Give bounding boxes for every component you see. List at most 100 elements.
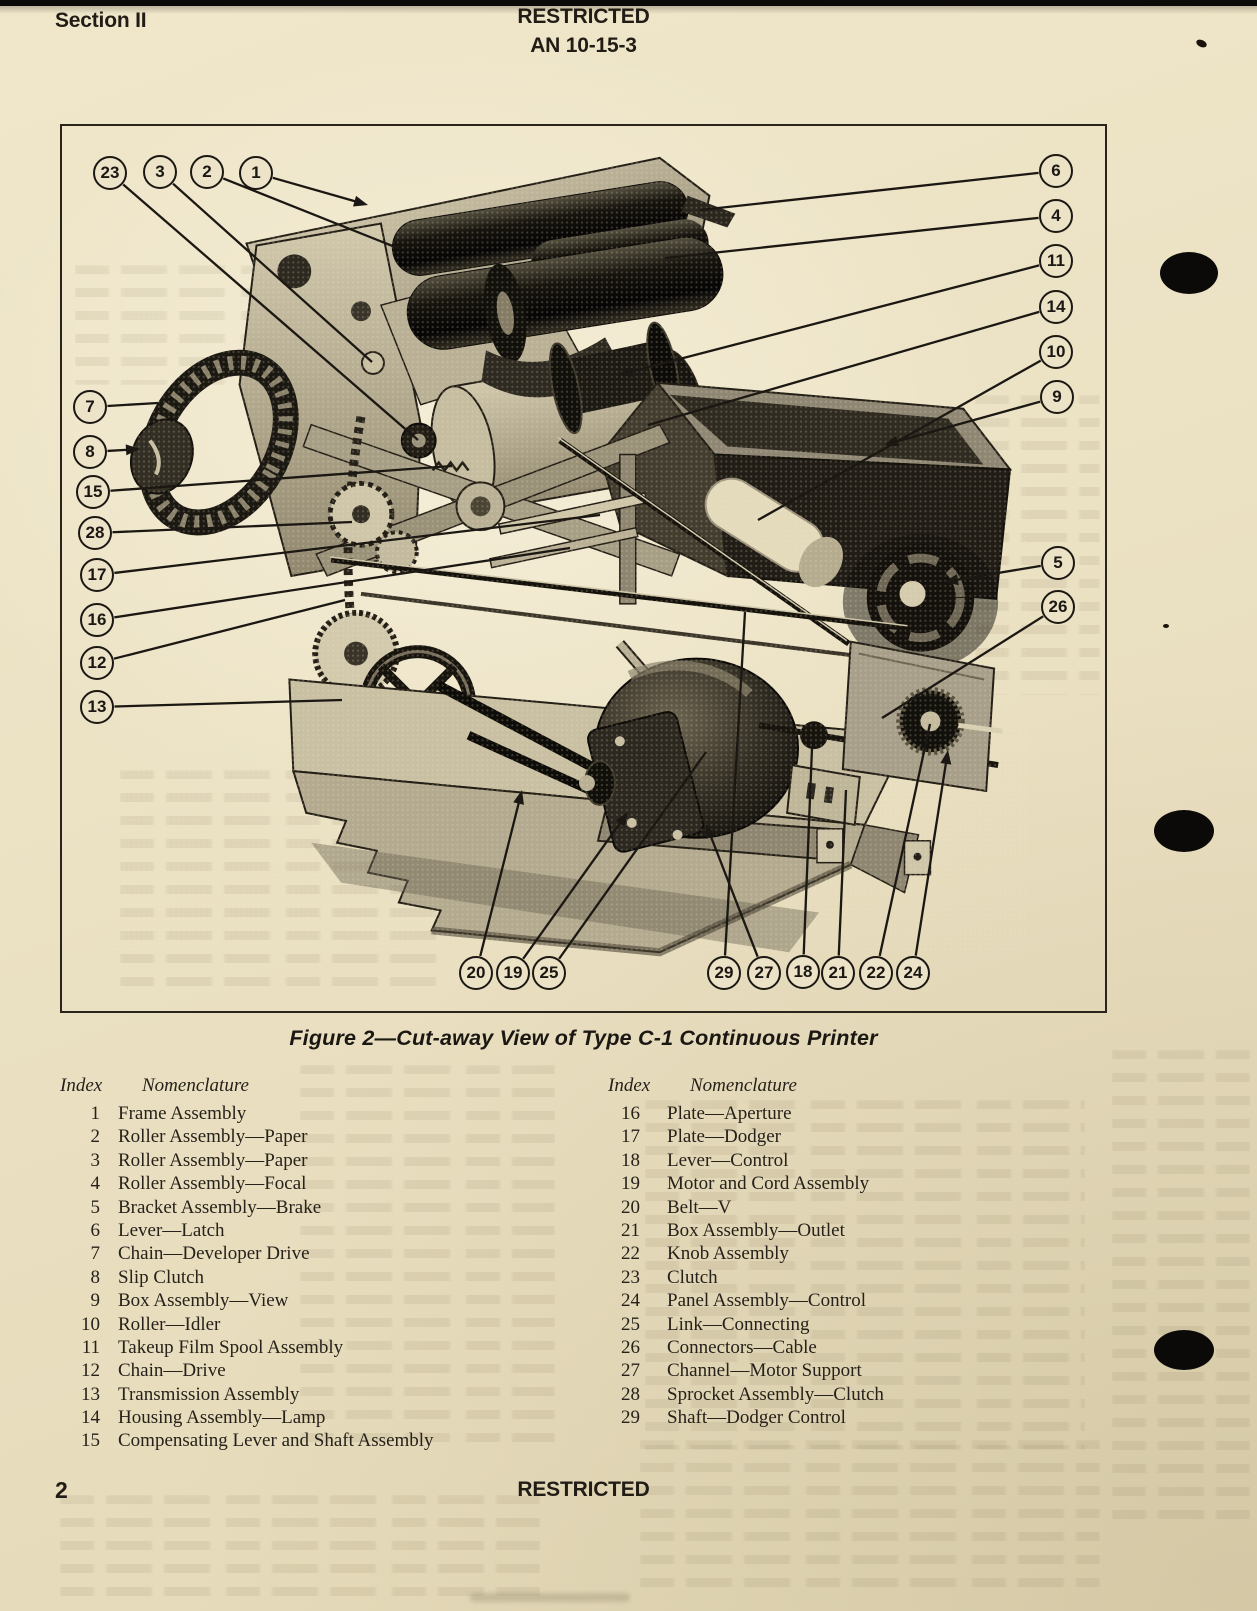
index-number: 3 xyxy=(90,1149,101,1171)
page-number: 2 xyxy=(55,1477,68,1503)
index-row: 2 Roller Assembly—Paper xyxy=(60,1125,434,1148)
index-number: 24 xyxy=(621,1290,640,1312)
bleedthrough-text xyxy=(1112,1050,1250,1530)
index-nomenclature: Slip Clutch xyxy=(118,1266,205,1288)
index-row: 13 Transmission Assembly xyxy=(60,1383,434,1406)
index-number: 8 xyxy=(90,1266,101,1288)
figure-callout-5: 5 xyxy=(1041,546,1075,580)
index-nomenclature: Shaft—Dodger Control xyxy=(667,1407,846,1429)
index-nomenclature: Plate—Aperture xyxy=(667,1103,792,1124)
index-nomenclature: Lever—Latch xyxy=(118,1219,225,1241)
index-table-header: Index Nomenclature xyxy=(60,1075,434,1102)
index-number: 11 xyxy=(81,1336,100,1358)
index-number: 4 xyxy=(90,1173,101,1195)
index-number: 14 xyxy=(81,1407,100,1429)
figure-callout-24: 24 xyxy=(896,956,930,990)
figure-callout-21: 21 xyxy=(821,956,855,990)
index-row: 25 Link—Connecting xyxy=(596,1313,884,1336)
index-nomenclature: Clutch xyxy=(667,1266,718,1288)
figure-callout-23: 23 xyxy=(93,156,127,190)
figure-callout-27: 27 xyxy=(747,956,781,990)
figure-callout-16: 16 xyxy=(80,603,114,637)
index-column-left: Index Nomenclature 1 Frame Assembly 2 Rolle… xyxy=(60,1075,434,1453)
index-number: 16 xyxy=(621,1103,640,1124)
index-row: 23 Clutch xyxy=(596,1266,884,1289)
index-number: 25 xyxy=(621,1313,640,1335)
index-nomenclature: Plate—Dodger xyxy=(667,1126,781,1148)
index-number: 23 xyxy=(621,1266,640,1288)
index-number: 10 xyxy=(81,1313,100,1335)
ink-speck xyxy=(1195,38,1208,49)
index-number: 21 xyxy=(621,1219,640,1241)
figure-callout-25: 25 xyxy=(532,956,566,990)
index-row: 22 Knob Assembly xyxy=(596,1242,884,1265)
machine-illustration xyxy=(102,135,1028,957)
bleedthrough-text xyxy=(300,1065,555,1455)
figure-callout-20: 20 xyxy=(459,956,493,990)
index-nomenclature: Takeup Film Spool Assembly xyxy=(118,1336,344,1358)
ink-speck xyxy=(1163,624,1169,628)
bleedthrough-text xyxy=(640,1440,1100,1600)
index-row: 18 Lever—Control xyxy=(596,1149,884,1172)
index-nomenclature: Channel—Motor Support xyxy=(667,1360,862,1382)
classification-header: RESTRICTED xyxy=(517,5,650,28)
index-nomenclature: Roller Assembly—Paper xyxy=(118,1126,308,1148)
index-nomenclature: Sprocket Assembly—Clutch xyxy=(667,1383,884,1405)
figure-callout-14: 14 xyxy=(1039,290,1073,324)
index-number: 26 xyxy=(621,1336,640,1358)
index-row: 6 Lever—Latch xyxy=(60,1219,434,1242)
section-heading: Section II xyxy=(55,9,147,32)
figure-callout-4: 4 xyxy=(1039,199,1073,233)
index-nomenclature: Belt—V xyxy=(667,1196,732,1218)
figure-frame xyxy=(60,124,1107,1013)
index-nomenclature: Compensating Lever and Shaft Assembly xyxy=(118,1430,434,1452)
scan-smudge xyxy=(470,1593,630,1602)
index-row: 1 Frame Assembly xyxy=(60,1102,434,1125)
index-number: 28 xyxy=(621,1383,640,1405)
index-number: 13 xyxy=(81,1383,100,1405)
punch-hole xyxy=(1160,252,1218,294)
index-nomenclature: Panel Assembly—Control xyxy=(667,1290,866,1312)
bleedthrough-text xyxy=(645,1100,1085,1450)
figure-callout-18: 18 xyxy=(786,955,820,989)
figure-callout-10: 10 xyxy=(1039,335,1073,369)
index-nomenclature: Knob Assembly xyxy=(667,1243,789,1265)
figure-callout-13: 13 xyxy=(80,690,114,724)
index-row: 8 Slip Clutch xyxy=(60,1266,434,1289)
index-number: 18 xyxy=(621,1149,640,1171)
index-nomenclature: Bracket Assembly—Brake xyxy=(118,1196,322,1218)
index-number: 1 xyxy=(90,1103,101,1124)
index-number: 7 xyxy=(90,1243,101,1265)
classification-footer: RESTRICTED xyxy=(517,1478,650,1501)
index-number: 9 xyxy=(90,1290,101,1312)
index-row: 15 Compensating Lever and Shaft Assembly xyxy=(60,1429,434,1452)
index-nomenclature: Frame Assembly xyxy=(118,1103,247,1124)
figure-callout-17: 17 xyxy=(80,558,114,592)
index-nomenclature: Lever—Control xyxy=(667,1149,789,1171)
figure-callout-11: 11 xyxy=(1039,244,1073,278)
index-row: 17 Plate—Dodger xyxy=(596,1125,884,1148)
index-number: 12 xyxy=(81,1360,100,1382)
index-nomenclature: Link—Connecting xyxy=(667,1313,810,1335)
index-number: 19 xyxy=(621,1173,640,1195)
index-number: 17 xyxy=(621,1126,640,1148)
index-number: 20 xyxy=(621,1196,640,1218)
index-number: 2 xyxy=(90,1126,101,1148)
figure-callout-28: 28 xyxy=(78,516,112,550)
index-number: 22 xyxy=(621,1243,640,1265)
figure-callout-26: 26 xyxy=(1041,590,1075,624)
index-number: 6 xyxy=(90,1219,101,1241)
index-nomenclature: Housing Assembly—Lamp xyxy=(118,1407,326,1429)
index-nomenclature: Transmission Assembly xyxy=(118,1383,300,1405)
index-row: 14 Housing Assembly—Lamp xyxy=(60,1406,434,1429)
halftone-overlay xyxy=(102,135,1028,953)
index-number: 15 xyxy=(81,1430,100,1452)
nomenclature-header-label: Nomenclature xyxy=(142,1075,249,1096)
